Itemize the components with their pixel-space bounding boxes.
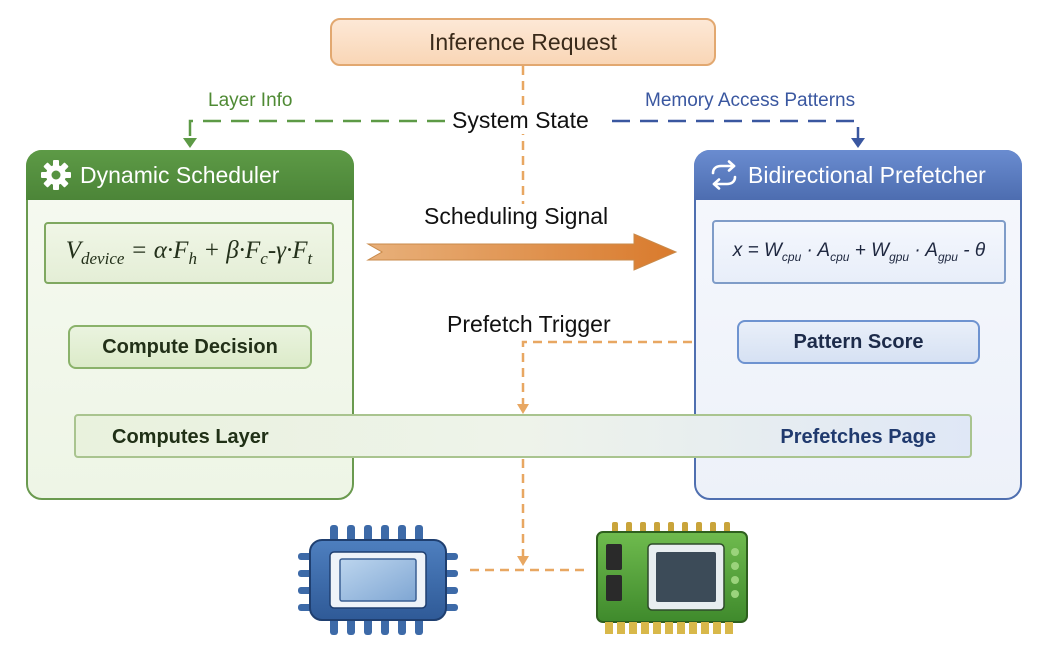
prefetch-trigger-label: Prefetch Trigger [447,311,611,337]
layer-page-bar: Computes Layer Prefetches Page [74,414,972,458]
memory-arrowhead [851,138,865,148]
memory-dashed-line [612,119,860,142]
dynamic-scheduler-title: Dynamic Scheduler [80,161,280,188]
bidirectional-prefetcher-title: Bidirectional Prefetcher [748,161,986,188]
memory-access-label: Memory Access Patterns [645,90,856,111]
computes-layer-label: Computes Layer [112,426,269,448]
layer-info-dashed-line [188,119,445,142]
scheduling-signal-label: Scheduling Signal [424,203,609,229]
scheduler-formula: Vdevice = α·Fh + β·Fc-γ·Ft [44,222,334,284]
prefetcher-formula-text: x = Wcpu · Acpu + Wgpu · Agpu - θ [732,240,986,264]
prefetch-trigger-arrowhead [517,404,529,414]
bidirectional-prefetcher-header: Bidirectional Prefetcher [694,150,1022,200]
scheduling-signal-arrow [366,233,678,271]
layer-info-arrowhead [183,138,197,148]
gear-icon [41,160,71,190]
prefetcher-formula: x = Wcpu · Acpu + Wgpu · Agpu - θ [712,220,1006,284]
scheduler-formula-text: Vdevice = α·Fh + β·Fc-γ·Ft [65,237,313,268]
prefetches-page-label: Prefetches Page [780,426,936,448]
compute-decision-box: Compute Decision [68,325,312,369]
inference-request-box: Inference Request [330,18,716,66]
compute-decision-label: Compute Decision [102,335,278,358]
layer-info-label: Layer Info [208,90,293,111]
device-arrowhead [517,556,529,566]
dynamic-scheduler-header: Dynamic Scheduler [26,150,354,200]
prefetch-trigger-dashed-line [521,340,737,406]
swap-arrows-icon [711,160,737,190]
pattern-score-label: Pattern Score [793,330,924,353]
pattern-score-box: Pattern Score [737,320,980,364]
cpu-chip-icon [298,525,458,635]
gpu-card-icon [596,522,748,634]
system-state-label: System State [450,107,591,134]
inference-request-label: Inference Request [429,28,617,55]
